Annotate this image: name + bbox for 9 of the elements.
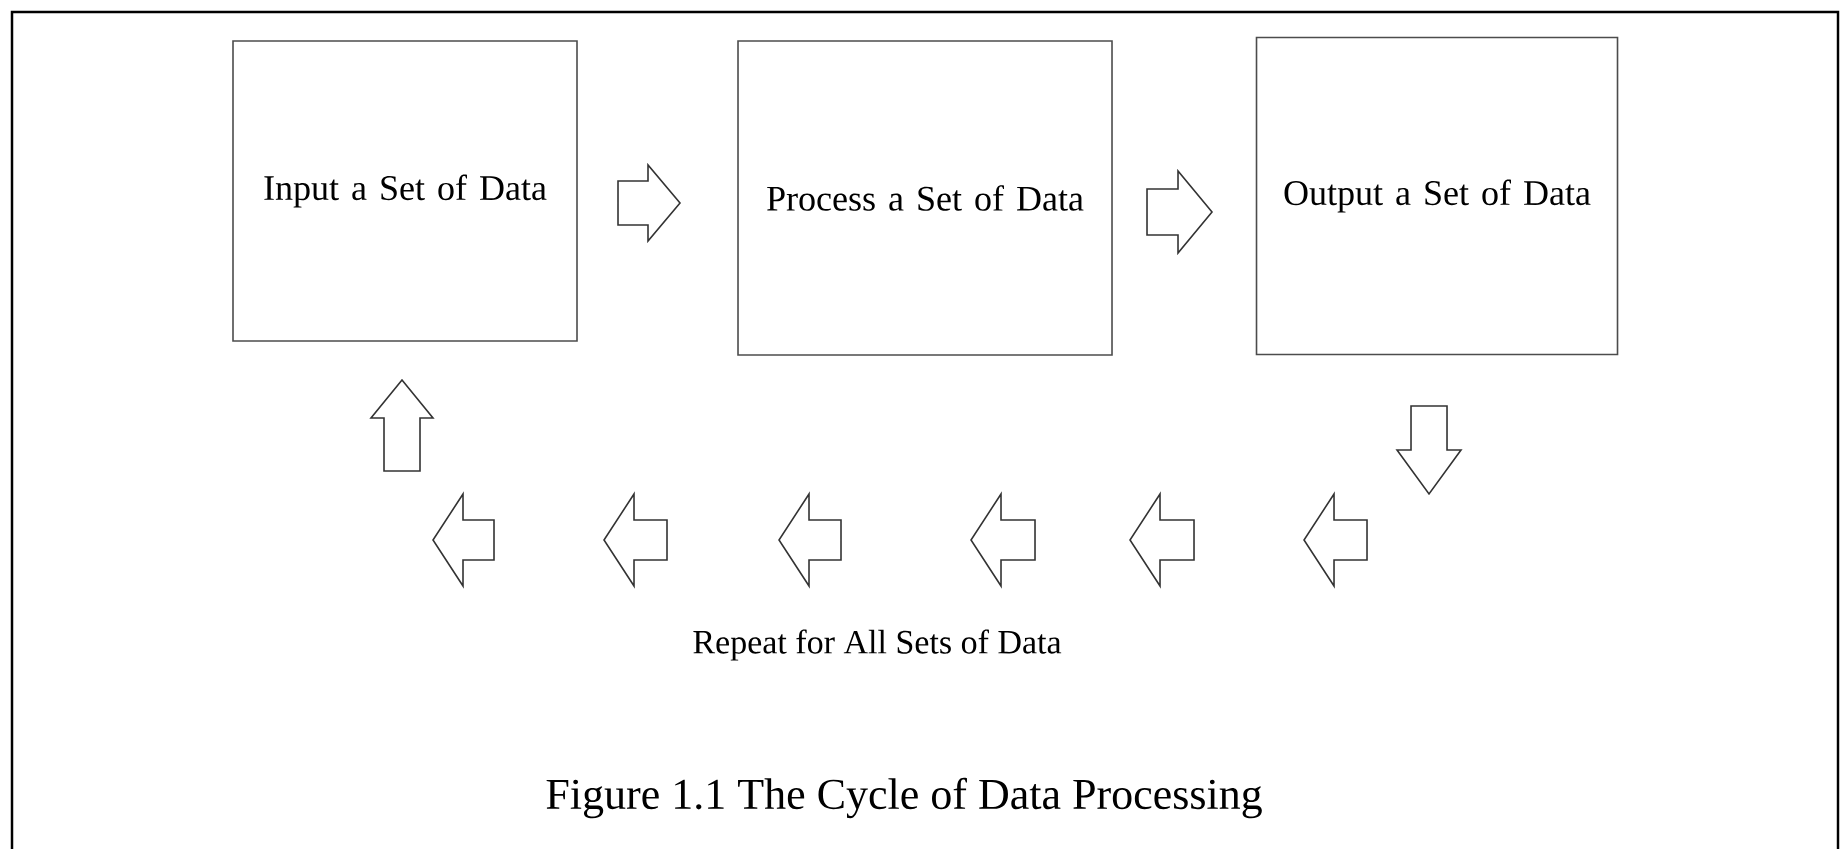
process-box: Process a Set of Data: [737, 40, 1113, 356]
block-arrow: [369, 378, 435, 472]
block-arrow: [617, 162, 682, 244]
process-box: Output a Set of Data: [1255, 36, 1619, 356]
block-arrow: [1146, 168, 1214, 256]
note-text: Repeat for All Sets of Data: [693, 629, 1062, 661]
caption: Figure 1.1 The Cycle of Data Processing: [546, 777, 1262, 819]
block-arrow: [1395, 405, 1463, 496]
process-box: Input a Set of Data: [232, 40, 578, 342]
